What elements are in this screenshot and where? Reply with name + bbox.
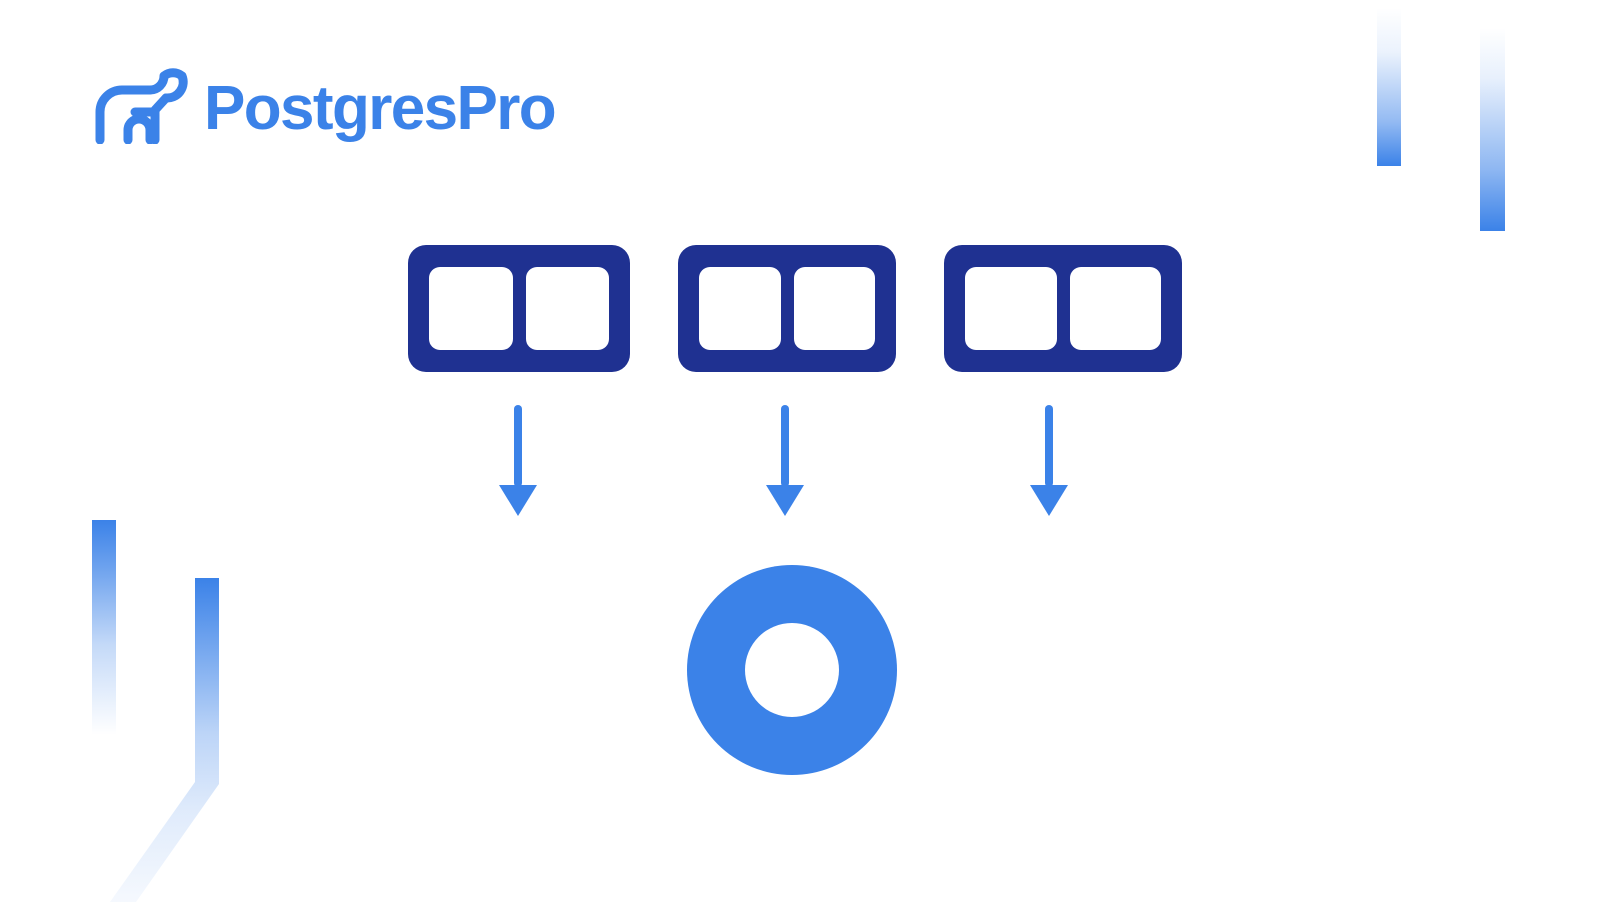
server-rack-cell — [699, 267, 781, 350]
server-rack-cell — [429, 267, 513, 350]
decor-bar-bottom-left-1 — [92, 520, 116, 735]
server-rack-icon-2[interactable] — [678, 245, 896, 372]
arrow-down-icon-1 — [495, 403, 541, 518]
server-rack-icon-1[interactable] — [408, 245, 630, 372]
server-rack-icon-3[interactable] — [944, 245, 1182, 372]
decor-bar-bottom-left-2 — [60, 570, 290, 903]
server-rack-cell — [965, 267, 1057, 350]
elephant-outline-icon — [92, 68, 190, 149]
bent-elbow-icon — [110, 578, 219, 902]
donut-hole — [745, 623, 839, 717]
brand-logo[interactable]: PostgresPro — [92, 68, 557, 149]
server-rack-cell — [525, 267, 609, 350]
decor-bar-top-right-1 — [1377, 8, 1401, 166]
decor-bar-top-right-2 — [1480, 28, 1505, 231]
donut-ring-icon[interactable] — [687, 565, 897, 775]
brand-name: PostgresPro — [204, 73, 557, 143]
arrow-down-icon-3 — [1026, 403, 1072, 518]
arrow-down-icon-2 — [762, 403, 808, 518]
server-rack-cell — [793, 267, 875, 350]
server-rack-cell — [1069, 267, 1161, 350]
